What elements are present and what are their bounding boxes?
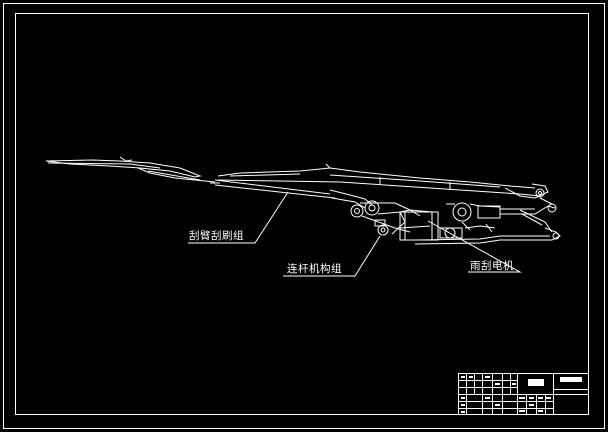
label-wiper-motor: 雨刮电机 [470, 260, 514, 272]
wiper-arm-blade-assembly [45, 156, 549, 209]
title-block-fills [461, 376, 582, 413]
leader-wiper [188, 191, 289, 244]
outer-border [3, 3, 605, 429]
label-linkage: 连杆机构组 [287, 263, 342, 275]
wiper-motor [399, 202, 501, 241]
linkage-mechanism [350, 197, 561, 245]
leader-linkage [283, 235, 381, 277]
leader-motor [427, 220, 522, 273]
inner-frame [15, 13, 589, 415]
title-block [458, 373, 589, 415]
leader-lines [188, 191, 522, 277]
label-wiper-arm-blade: 刮臂刮刷组 [189, 230, 244, 242]
